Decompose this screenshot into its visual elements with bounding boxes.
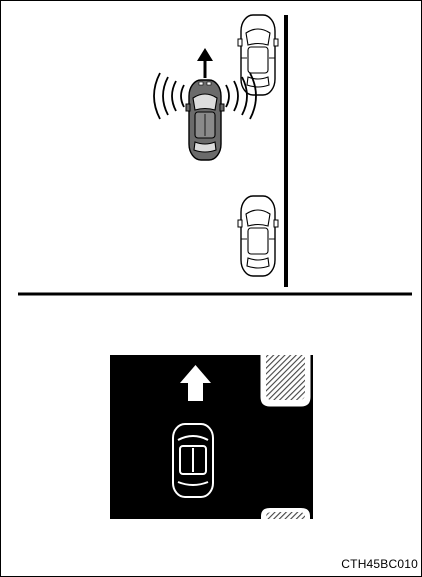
upper-illustration xyxy=(154,15,286,287)
display-obstacle-bottom xyxy=(261,508,310,519)
parked-car-bottom xyxy=(238,196,278,276)
parking-assist-display xyxy=(110,355,313,519)
forward-arrow-icon xyxy=(197,48,213,78)
display-obstacle-top xyxy=(261,355,310,406)
own-vehicle-icon xyxy=(186,80,224,160)
figure-code: CTH45BC010 xyxy=(341,557,418,571)
